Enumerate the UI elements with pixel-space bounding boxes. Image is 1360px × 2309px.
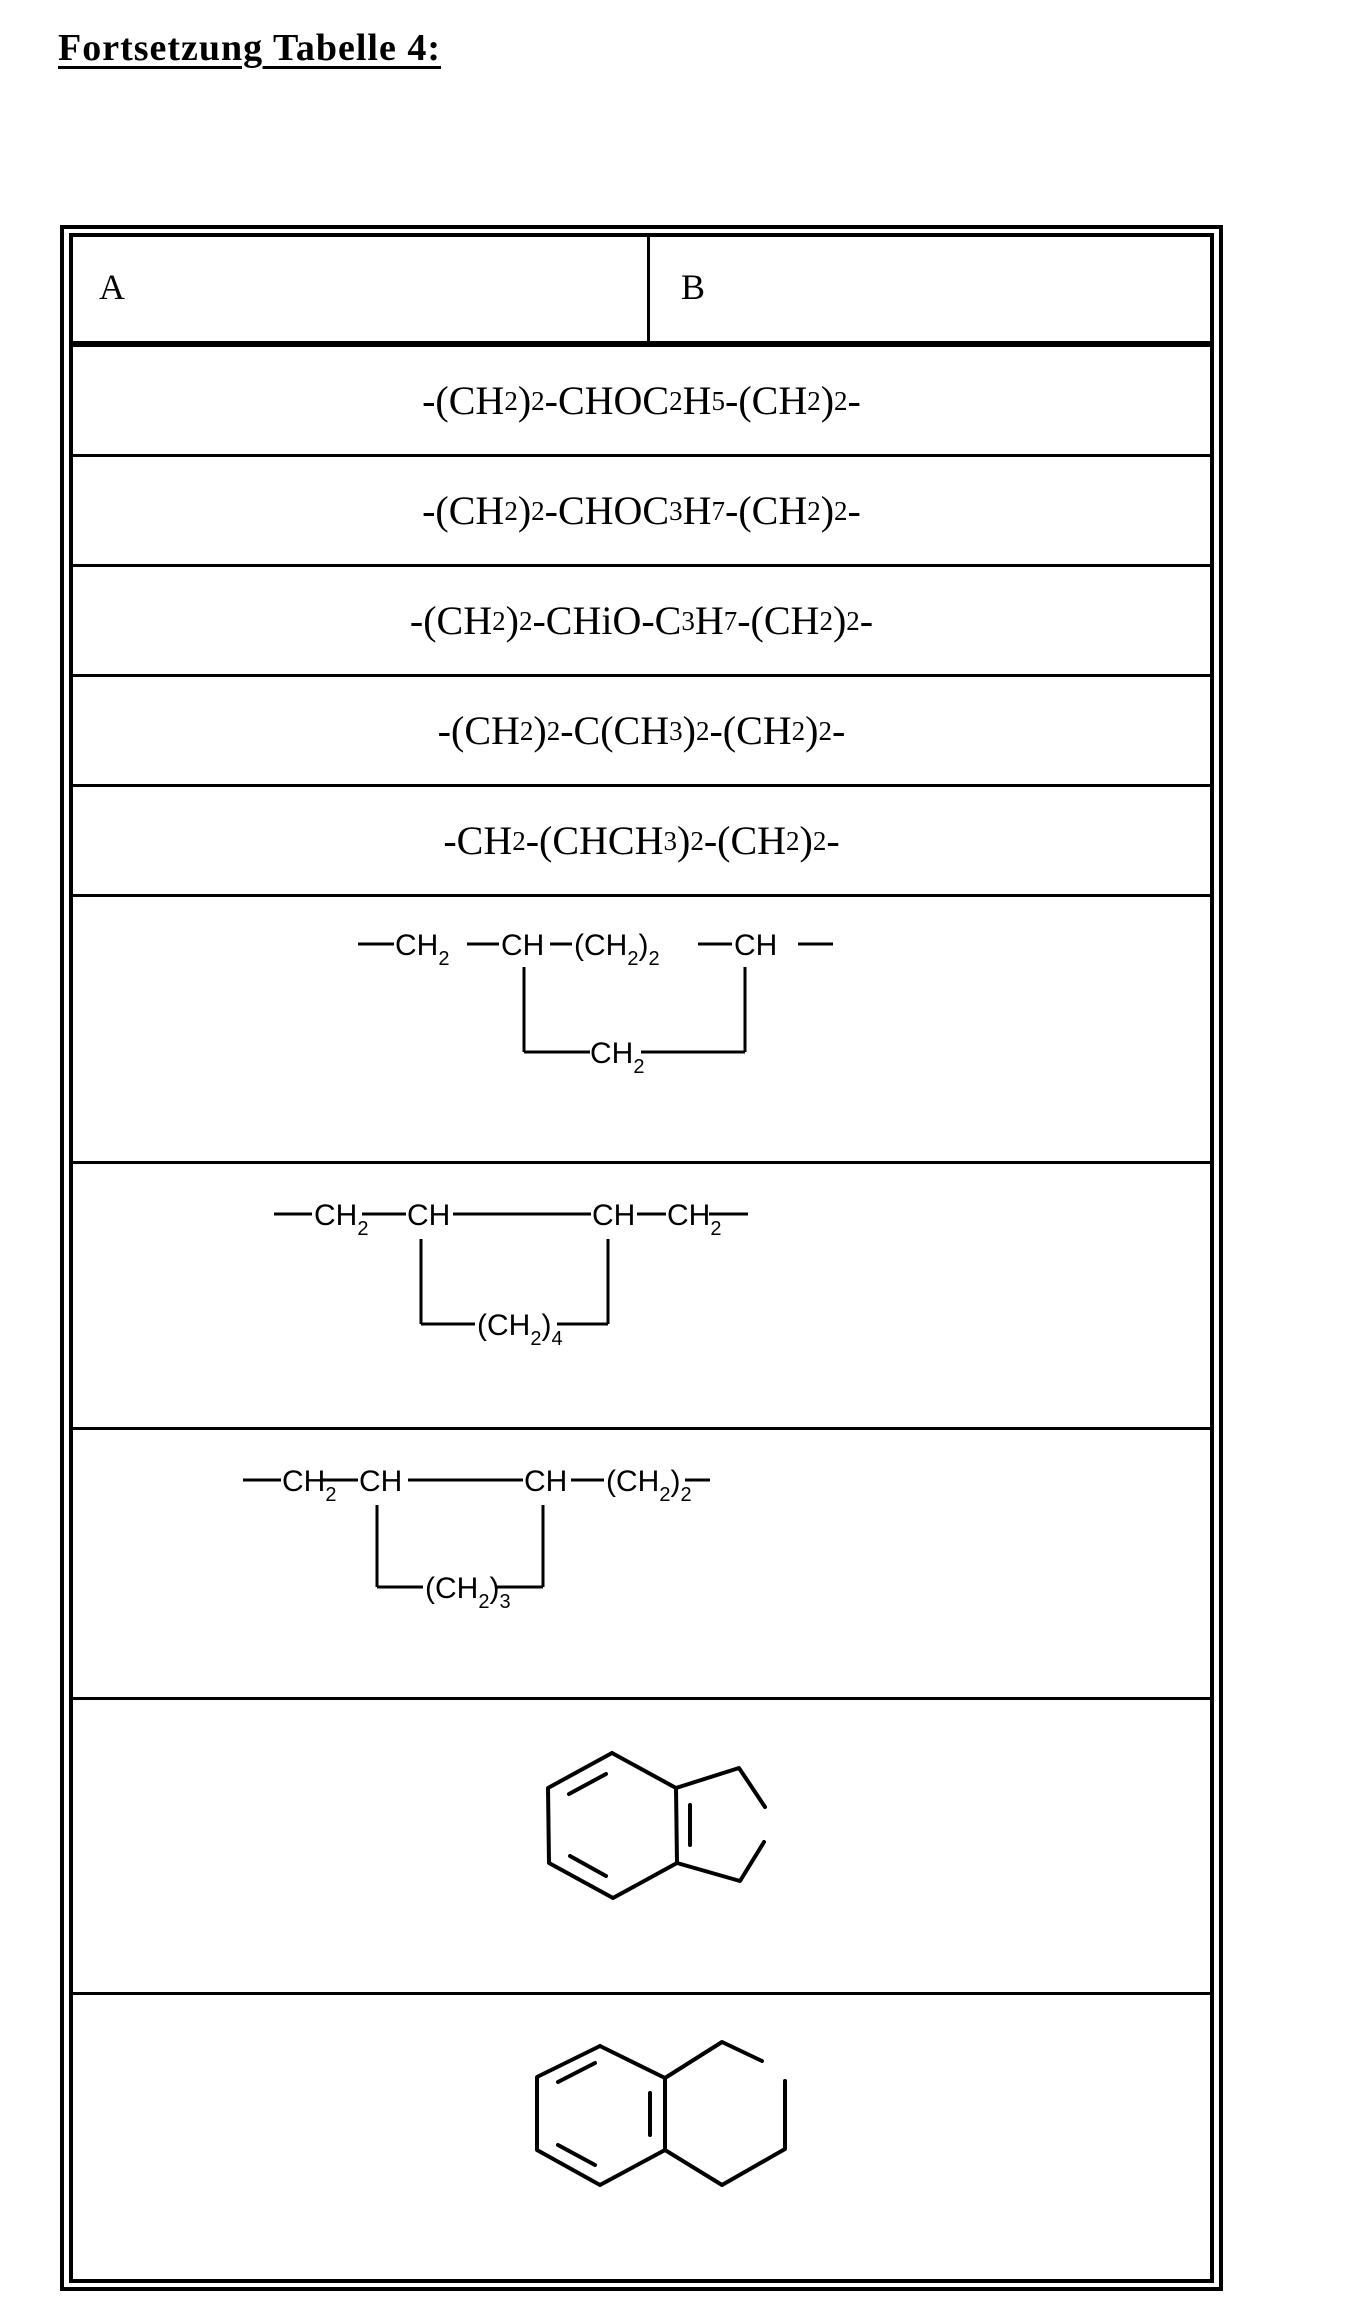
svg-text:CH: CH — [734, 929, 777, 962]
table-row: CH2 CH (CH2)2 CH CH2 — [69, 897, 1214, 1164]
tetralin-structure-icon — [535, 2040, 787, 2187]
svg-text:CH2: CH2 — [314, 1199, 368, 1240]
table-row — [69, 1995, 1214, 2283]
column-header-a: A — [99, 267, 125, 307]
svg-text:CH2: CH2 — [667, 1199, 721, 1240]
svg-text:(CH2)4: (CH2)4 — [477, 1309, 563, 1350]
structure-bicyclic-ch2-3-bridge: CH2 CH CH (CH2)2 (CH2)3 — [243, 1465, 710, 1613]
table-row: CH2 CH CH CH2 (CH2)4 — [69, 1164, 1214, 1430]
svg-text:(CH2)3: (CH2)3 — [425, 1572, 511, 1613]
column-divider — [647, 233, 650, 341]
svg-text:CH: CH — [592, 1199, 635, 1232]
svg-text:CH2: CH2 — [395, 929, 449, 970]
column-header-b: B — [681, 267, 706, 307]
structure-bicyclic-ch2-4-bridge: CH2 CH CH CH2 (CH2)4 — [274, 1199, 748, 1350]
page-title: Fortsetzung Tabelle 4: — [58, 27, 441, 69]
svg-text:(CH2)2: (CH2)2 — [574, 929, 660, 970]
table-header-row: A B — [69, 233, 1214, 347]
table-row: CH2 CH CH (CH2)2 (CH2)3 — [69, 1430, 1214, 1700]
table-row — [69, 1700, 1214, 1995]
structure-bicyclic-ch2-bridge: CH2 CH (CH2)2 CH CH2 — [358, 929, 833, 1078]
svg-text:CH: CH — [407, 1199, 450, 1232]
svg-text:CH2: CH2 — [282, 1465, 336, 1506]
svg-text:CH: CH — [524, 1465, 567, 1498]
svg-text:CH: CH — [359, 1465, 402, 1498]
table-outer-border — [60, 225, 1223, 2291]
svg-text:CH: CH — [501, 929, 544, 962]
svg-text:(CH2)2: (CH2)2 — [606, 1465, 692, 1506]
table-inner-border — [69, 233, 1214, 2283]
indane-structure-icon — [546, 1751, 767, 1900]
svg-text:CH2: CH2 — [590, 1037, 644, 1078]
